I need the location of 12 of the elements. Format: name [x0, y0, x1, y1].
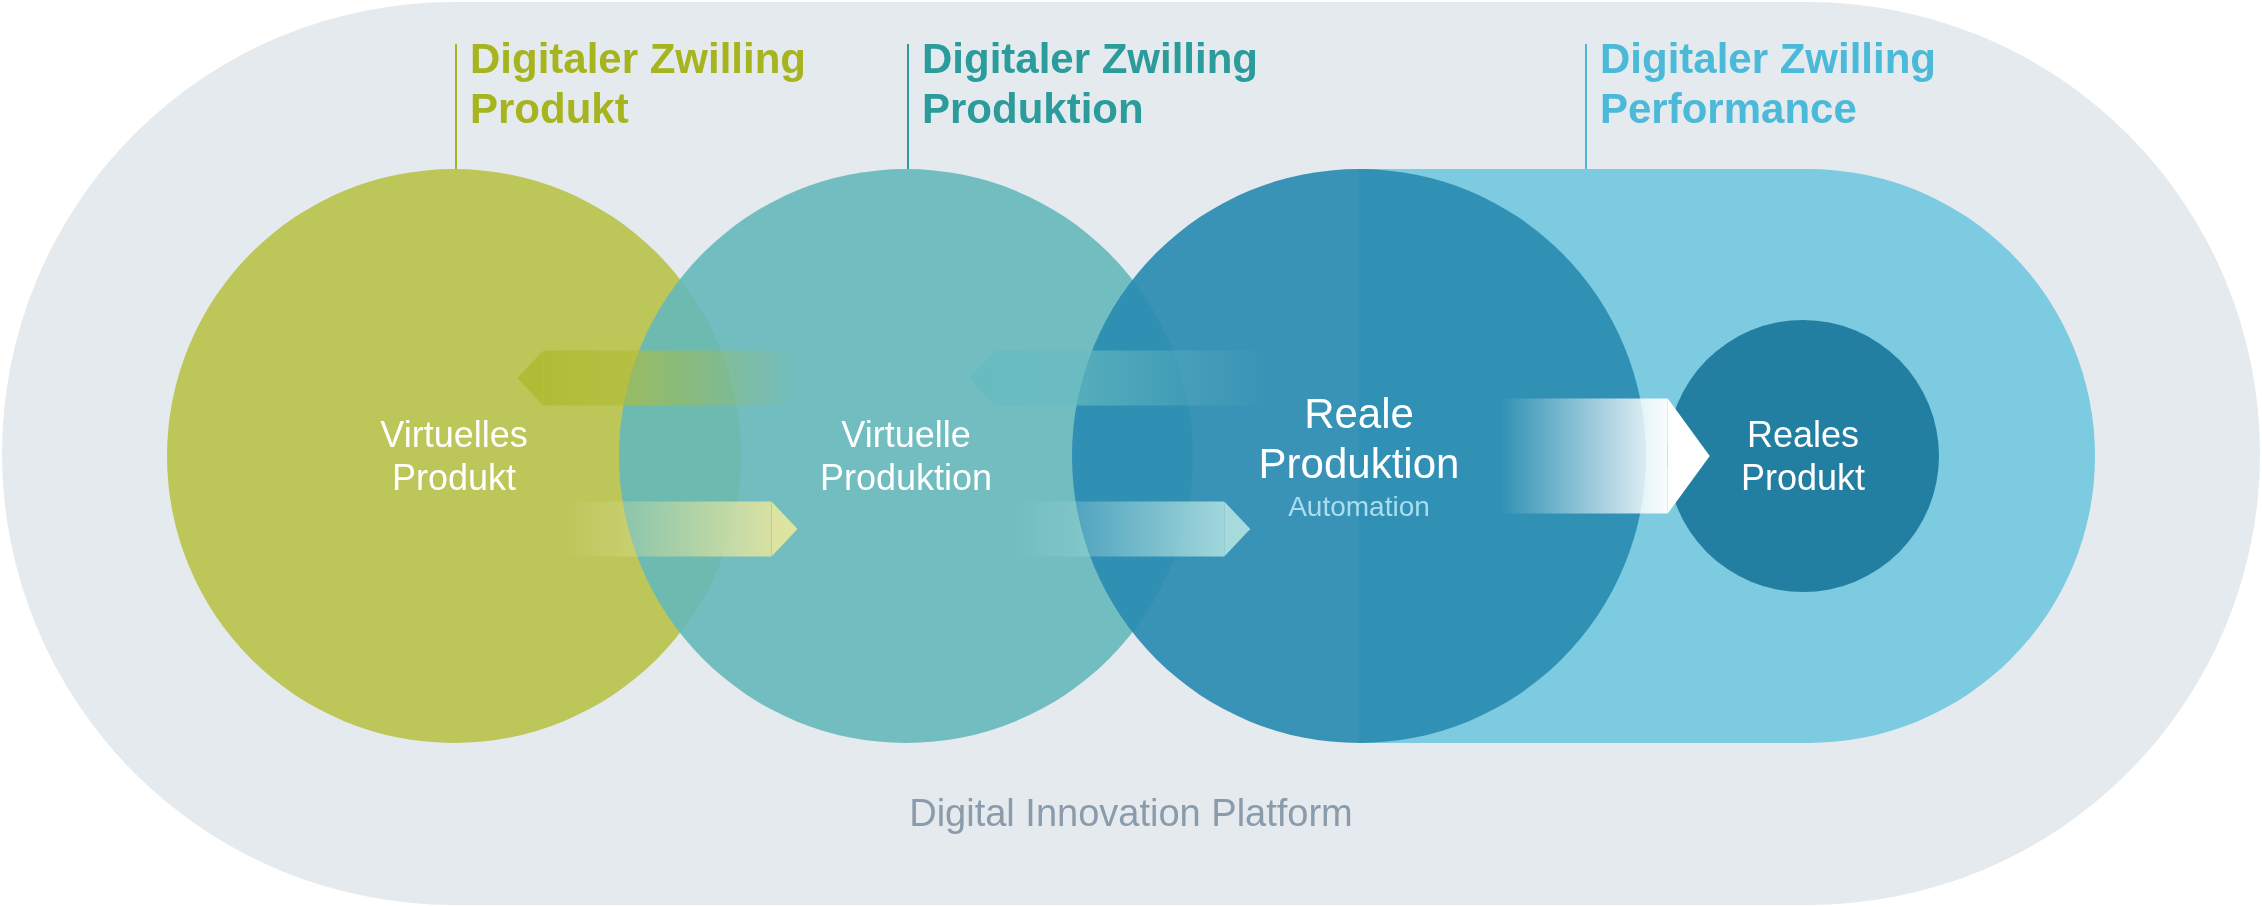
circle-label: Reales Produkt — [1739, 412, 1867, 500]
circle-label: Reale Produktion — [1257, 388, 1461, 490]
leader-line — [455, 43, 457, 170]
leader-line — [907, 43, 909, 170]
heading: Digitaler Zwilling Performance — [1600, 34, 2060, 135]
circle-label: Virtuelle Produktion — [818, 412, 994, 500]
heading: Digitaler Zwilling Produkt — [470, 34, 870, 135]
platform-label: Digital Innovation Platform — [909, 792, 1353, 835]
circle-label: Virtuelles Produkt — [379, 412, 529, 500]
leader-line — [1585, 43, 1587, 170]
circle-sublabel: Automation — [1288, 489, 1430, 524]
heading: Digitaler Zwilling Produktion — [922, 34, 1342, 135]
